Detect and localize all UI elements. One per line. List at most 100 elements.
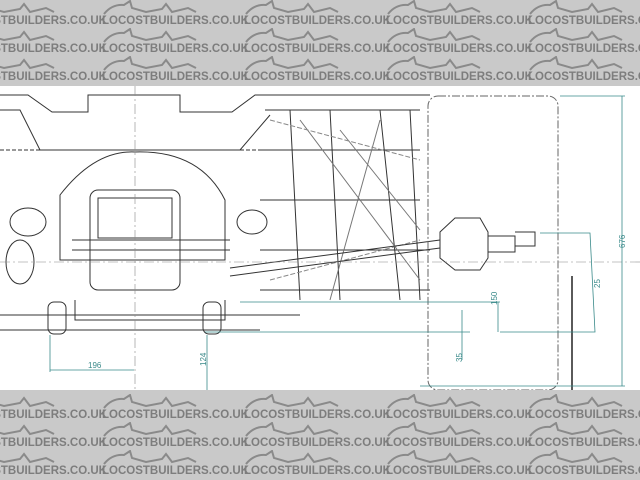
watermark-text: LOCOSTBUILDERS.CO.UK	[102, 43, 249, 55]
watermark-tile: LOCOSTBUILDERS.CO.UK	[244, 28, 391, 56]
watermark-tile: LOCOSTBUILDERS.CO.UK	[386, 56, 533, 84]
watermark-text: LOCOSTBUILDERS.CO.UK	[386, 437, 533, 449]
watermark-tile: LOCOSTBUILDERS.CO.UK	[244, 0, 391, 28]
watermark-text: LOCOSTBUILDERS.CO.UK	[102, 465, 249, 477]
car-logo-icon	[529, 28, 623, 43]
watermark-text: LOCOSTBUILDERS.CO.UK	[0, 437, 107, 449]
car-logo-icon	[0, 396, 55, 408]
watermark-tile: LOCOSTBUILDERS.CO.UK	[386, 28, 533, 56]
watermark-row: LOCOSTBUILDERS.CO.UKLOCOSTBUILDERS.CO.UK…	[0, 0, 640, 28]
watermark-text: LOCOSTBUILDERS.CO.UK	[386, 15, 533, 27]
car-logo-icon	[103, 56, 197, 71]
watermark-tile: LOCOSTBUILDERS.CO.UK	[386, 450, 533, 478]
car-logo-icon	[387, 450, 481, 465]
watermark-text: LOCOSTBUILDERS.CO.UK	[244, 465, 391, 477]
watermark-tile: LOCOSTBUILDERS.CO.UK	[102, 394, 249, 422]
watermark-text: LOCOSTBUILDERS.CO.UK	[386, 465, 533, 477]
watermark-text: LOCOSTBUILDERS.CO.UK	[528, 15, 640, 27]
car-logo-icon	[387, 0, 481, 15]
watermark-text: LOCOSTBUILDERS.CO.UK	[0, 409, 107, 421]
watermark-tile: LOCOSTBUILDERS.CO.UK	[528, 56, 640, 84]
watermark-tile: LOCOSTBUILDERS.CO.UK	[0, 450, 107, 478]
watermark-tile: LOCOSTBUILDERS.CO.UK	[528, 450, 640, 478]
watermark-tile: LOCOSTBUILDERS.CO.UK	[244, 422, 391, 450]
dimension-25: 25	[593, 279, 602, 288]
watermark-tile: LOCOSTBUILDERS.CO.UK	[386, 394, 533, 422]
car-logo-icon	[245, 394, 339, 409]
watermark-text: LOCOSTBUILDERS.CO.UK	[386, 43, 533, 55]
watermark-tile: LOCOSTBUILDERS.CO.UK	[244, 56, 391, 84]
watermark-text: LOCOSTBUILDERS.CO.UK	[244, 437, 391, 449]
watermark-tile: LOCOSTBUILDERS.CO.UK	[102, 422, 249, 450]
car-logo-icon	[387, 56, 481, 71]
watermark-text: LOCOSTBUILDERS.CO.UK	[386, 409, 533, 421]
car-logo-icon	[0, 2, 55, 14]
watermark-tile: LOCOSTBUILDERS.CO.UK	[528, 394, 640, 422]
watermark-text: LOCOSTBUILDERS.CO.UK	[528, 409, 640, 421]
car-logo-icon	[245, 0, 339, 15]
car-logo-icon	[0, 424, 55, 436]
car-logo-icon	[387, 394, 481, 409]
car-logo-icon	[529, 56, 623, 71]
car-logo-icon	[103, 422, 197, 437]
car-logo-icon	[245, 422, 339, 437]
car-logo-icon	[529, 0, 623, 15]
watermark-tile: LOCOSTBUILDERS.CO.UK	[528, 0, 640, 28]
dimension-35: 35	[455, 353, 464, 362]
watermark-text: LOCOSTBUILDERS.CO.UK	[0, 15, 107, 27]
car-logo-icon	[529, 394, 623, 409]
watermark-tile: LOCOSTBUILDERS.CO.UK	[102, 0, 249, 28]
watermark-tile: LOCOSTBUILDERS.CO.UK	[102, 56, 249, 84]
watermark-text: LOCOSTBUILDERS.CO.UK	[244, 15, 391, 27]
watermark-row: LOCOSTBUILDERS.CO.UKLOCOSTBUILDERS.CO.UK…	[0, 56, 640, 84]
cad-drawing: 196 124 150 35 25 676	[0, 86, 640, 390]
watermark-row: LOCOSTBUILDERS.CO.UKLOCOSTBUILDERS.CO.UK…	[0, 28, 640, 56]
watermark-text: LOCOSTBUILDERS.CO.UK	[102, 71, 249, 83]
car-logo-icon	[103, 28, 197, 43]
car-logo-icon	[387, 422, 481, 437]
watermark-tile: LOCOSTBUILDERS.CO.UK	[244, 450, 391, 478]
watermark-text: LOCOSTBUILDERS.CO.UK	[528, 71, 640, 83]
watermark-text: LOCOSTBUILDERS.CO.UK	[0, 465, 107, 477]
car-logo-icon	[245, 56, 339, 71]
watermark-tile: LOCOSTBUILDERS.CO.UK	[0, 394, 107, 422]
watermark-text: LOCOSTBUILDERS.CO.UK	[102, 437, 249, 449]
watermark-tile: LOCOSTBUILDERS.CO.UK	[386, 422, 533, 450]
watermark-text: LOCOSTBUILDERS.CO.UK	[528, 437, 640, 449]
car-logo-icon	[387, 28, 481, 43]
watermark-text: LOCOSTBUILDERS.CO.UK	[102, 15, 249, 27]
watermark-text: LOCOSTBUILDERS.CO.UK	[0, 43, 107, 55]
watermark-tile: LOCOSTBUILDERS.CO.UK	[0, 0, 107, 28]
watermark-tile: LOCOSTBUILDERS.CO.UK	[102, 450, 249, 478]
watermark-tile: LOCOSTBUILDERS.CO.UK	[528, 28, 640, 56]
watermark-tile: LOCOSTBUILDERS.CO.UK	[0, 56, 107, 84]
watermark-row: LOCOSTBUILDERS.CO.UKLOCOSTBUILDERS.CO.UK…	[0, 422, 640, 450]
watermark-tile: LOCOSTBUILDERS.CO.UK	[244, 394, 391, 422]
watermark-row: LOCOSTBUILDERS.CO.UKLOCOSTBUILDERS.CO.UK…	[0, 450, 640, 478]
watermark-text: LOCOSTBUILDERS.CO.UK	[528, 465, 640, 477]
car-logo-icon	[529, 450, 623, 465]
car-logo-icon	[245, 28, 339, 43]
watermark-text: LOCOSTBUILDERS.CO.UK	[244, 409, 391, 421]
car-logo-icon	[529, 422, 623, 437]
car-logo-icon	[103, 0, 197, 15]
watermark-text: LOCOSTBUILDERS.CO.UK	[0, 71, 107, 83]
watermark-band-top: LOCOSTBUILDERS.CO.UKLOCOSTBUILDERS.CO.UK…	[0, 0, 640, 86]
watermark-text: LOCOSTBUILDERS.CO.UK	[528, 43, 640, 55]
watermark-text: LOCOSTBUILDERS.CO.UK	[244, 43, 391, 55]
watermark-text: LOCOSTBUILDERS.CO.UK	[244, 71, 391, 83]
car-logo-icon	[0, 30, 55, 42]
car-logo-icon	[0, 452, 55, 464]
car-logo-icon	[103, 450, 197, 465]
watermark-tile: LOCOSTBUILDERS.CO.UK	[386, 0, 533, 28]
watermark-text: LOCOSTBUILDERS.CO.UK	[102, 409, 249, 421]
watermark-tile: LOCOSTBUILDERS.CO.UK	[0, 422, 107, 450]
dimension-124: 124	[199, 352, 208, 366]
dimension-150: 150	[490, 291, 499, 305]
car-logo-icon	[245, 450, 339, 465]
car-logo-icon	[103, 394, 197, 409]
dimension-196: 196	[88, 361, 102, 370]
watermark-row: LOCOSTBUILDERS.CO.UKLOCOSTBUILDERS.CO.UK…	[0, 394, 640, 422]
watermark-band-bottom: LOCOSTBUILDERS.CO.UKLOCOSTBUILDERS.CO.UK…	[0, 390, 640, 480]
car-logo-icon	[0, 58, 55, 70]
